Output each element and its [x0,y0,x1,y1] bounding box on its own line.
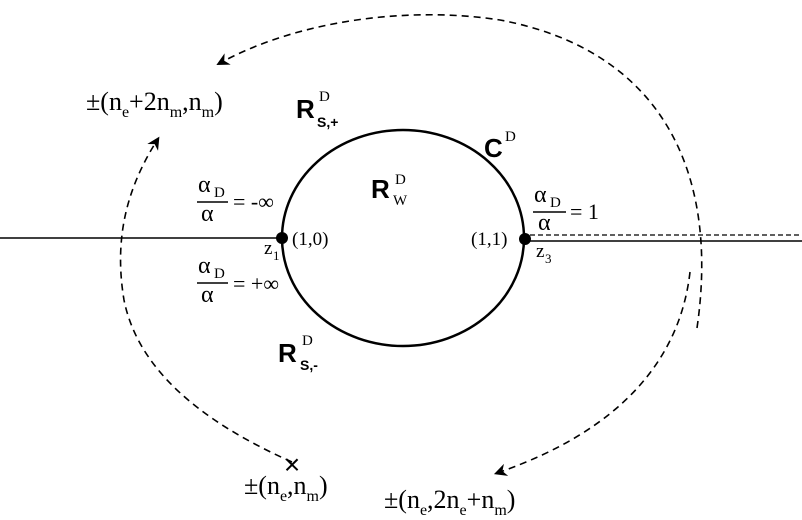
svg-text:α: α [538,210,551,236]
svg-text:(1,1): (1,1) [471,229,507,250]
ratio-label-left-lower: α D α = +∞ [197,253,279,308]
svg-text:(1,0): (1,0) [292,229,328,250]
svg-text:1: 1 [273,248,280,263]
svg-text:D: D [505,129,516,145]
dashed-path-left [119,136,293,463]
region-strong-plus-label: R D S,+ [296,89,338,130]
charge-label-top-left: ±(ne+2nm,nm) [86,87,223,121]
point-label-z1: (1,0) z 1 [264,229,328,263]
svg-text:α: α [201,201,214,227]
svg-text:C: C [484,133,503,163]
point-label-z3: (1,1) z 3 [471,229,552,266]
dashed-path-bottom-right [493,271,691,476]
charge-label-bottom-middle: ±(ne,nm) [244,471,328,505]
svg-text:D: D [214,185,225,201]
charge-label-bottom-right: ±(ne,2ne+nm) [384,485,515,519]
svg-text:S,-: S,- [300,357,318,373]
svg-text:= -∞: = -∞ [233,189,274,214]
dashed-path-top [216,14,703,329]
svg-text:S,+: S,+ [317,114,338,130]
region-strong-minus-label: R D S,- [278,333,318,373]
svg-text:R: R [296,94,315,124]
region-weak-label: R D W [371,172,408,209]
point-z1 [276,232,288,244]
svg-text:R: R [278,338,297,368]
svg-text:= +∞: = +∞ [233,271,279,296]
svg-text:D: D [395,172,406,188]
svg-text:α: α [534,182,547,208]
svg-text:α: α [198,172,211,198]
svg-text:D: D [550,195,561,211]
svg-text:α: α [198,253,211,279]
svg-text:W: W [393,193,408,209]
curve-label: C D [484,129,516,163]
svg-text:D: D [214,266,225,282]
svg-text:3: 3 [545,251,552,266]
svg-text:z: z [536,241,544,262]
svg-text:= 1: = 1 [570,199,599,224]
svg-text:D: D [319,89,330,105]
cross-marker: × [284,449,300,480]
svg-text:α: α [201,282,214,308]
point-z3 [519,233,531,245]
svg-text:z: z [264,238,272,259]
ratio-label-right: α D α = 1 [533,182,599,236]
ratio-label-left-upper: α D α = -∞ [197,172,274,227]
svg-text:D: D [302,333,313,349]
svg-text:R: R [371,174,390,204]
